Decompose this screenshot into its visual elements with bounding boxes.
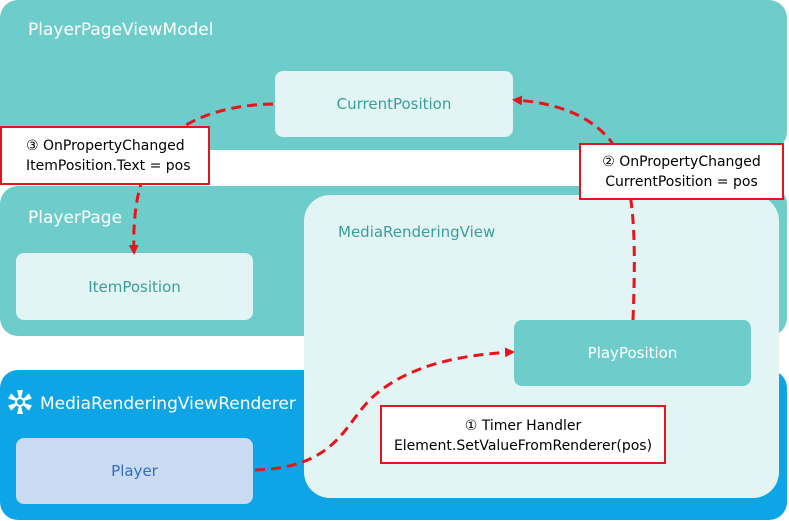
arrow-play-position-to-current-position bbox=[512, 95, 636, 321]
step2-line2: CurrentPosition = pos bbox=[605, 174, 758, 190]
renderer-title: MediaRenderingViewRenderer bbox=[40, 394, 296, 414]
current-position-box: CurrentPosition bbox=[275, 71, 513, 137]
step1-line1: ① Timer Handler bbox=[464, 418, 582, 434]
player-box: Player bbox=[16, 438, 253, 504]
step1-note: ① Timer Handler Element.SetValueFromRend… bbox=[380, 405, 666, 464]
viewmodel-panel: PlayerPageViewModel CurrentPosition bbox=[0, 0, 787, 150]
step1-line2: Element.SetValueFromRenderer(pos) bbox=[393, 438, 653, 454]
step3-note: ③ OnPropertyChanged ItemPosition.Text = … bbox=[0, 126, 210, 185]
media-rendering-view-title: MediaRenderingView bbox=[338, 223, 496, 241]
item-position-box: ItemPosition bbox=[16, 253, 253, 320]
step3-line2: ItemPosition.Text = pos bbox=[26, 158, 191, 174]
xamarin-logo-icon bbox=[8, 390, 32, 414]
step2-note: ② OnPropertyChanged CurrentPosition = po… bbox=[579, 143, 784, 200]
viewmodel-title: PlayerPageViewModel bbox=[28, 20, 214, 40]
player-page-title: PlayerPage bbox=[28, 208, 123, 228]
step2-line1: ② OnPropertyChanged bbox=[602, 154, 761, 170]
step3-line1: ③ OnPropertyChanged bbox=[26, 138, 185, 154]
arrow-player-to-play-position bbox=[254, 347, 515, 472]
play-position-box: PlayPosition bbox=[514, 320, 751, 386]
